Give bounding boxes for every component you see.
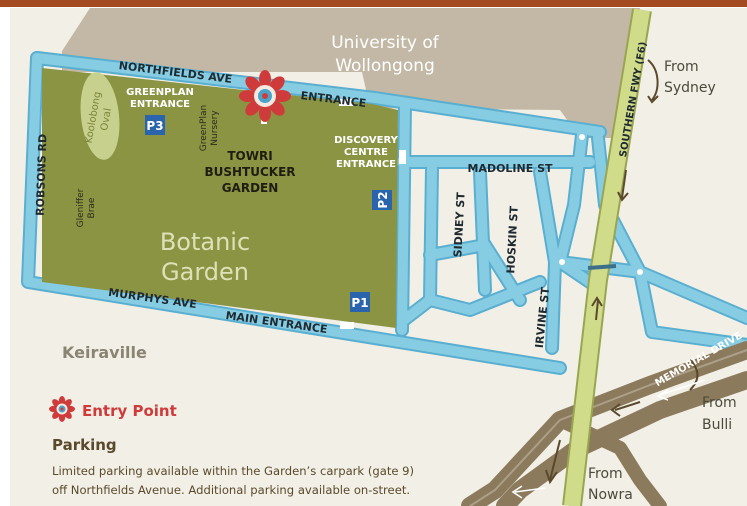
keiraville-label: Keiraville (62, 343, 147, 362)
legend-flower-icon (49, 396, 75, 422)
university-label-line2: Wollongong (335, 56, 435, 76)
southern-freeway (564, 8, 650, 506)
greenplan-entrance-line2: ENTRANCE (130, 99, 190, 110)
towri-label-line3: GARDEN (222, 181, 279, 195)
entrance-marker-north (339, 99, 353, 106)
entry-point-legend-label: Entry Point (82, 402, 177, 420)
from-bulli-line1: From (702, 395, 737, 411)
botanic-garden-area (42, 68, 398, 328)
parking-text-line2: off Northfields Avenue. Additional parki… (52, 483, 410, 497)
parking-heading: Parking (52, 436, 117, 454)
oval-label-line2: Oval (99, 107, 114, 131)
from-nowra-line2: Nowra (588, 487, 633, 503)
robsons-rd-label: ROBSONS RD (34, 134, 50, 216)
irvine-st-label: IRVINE ST (533, 286, 552, 349)
top-border (0, 0, 747, 7)
botanic-label-line1: Botanic (160, 228, 250, 256)
entrance-marker-discovery (399, 150, 406, 164)
direction-arrows (545, 59, 699, 485)
koolobong-oval (80, 72, 120, 160)
p3-label: P3 (146, 119, 163, 133)
p1-label: P1 (351, 296, 368, 310)
gleniffer-label-line1: Gleniffer (76, 188, 86, 227)
university-area (62, 8, 640, 138)
flower-icon[interactable] (239, 70, 291, 122)
road-arrows (511, 379, 706, 499)
discovery-entrance-line1: DISCOVERY (334, 135, 399, 146)
towri-label-line2: BUSHTUCKER (204, 165, 295, 179)
university-label-line1: University of (331, 33, 440, 53)
from-sydney-line2: Sydney (664, 80, 716, 96)
parking-sign-icon-p2[interactable]: P2 (372, 190, 392, 210)
nursery-label-line1: GreenPlan (199, 105, 209, 151)
parking-sign-icon-p1[interactable]: P1 (350, 292, 370, 312)
discovery-entrance-line2: CENTRE (344, 147, 388, 158)
parking-sign-icon-p3[interactable]: P3 (145, 115, 165, 135)
p2-label: P2 (376, 191, 390, 208)
from-bulli-line2: Bulli (702, 417, 732, 433)
hoskin-st-label: HOSKIN ST (504, 205, 521, 274)
entrance-marker-main (340, 322, 354, 329)
botanic-label-line2: Garden (161, 258, 249, 286)
from-nowra-line1: From (588, 466, 623, 482)
sidney-st-label: SIDNEY ST (451, 191, 467, 257)
towri-label-line1: TOWRI (227, 149, 272, 163)
gleniffer-label-line2: Brae (87, 197, 97, 218)
greenplan-entrance-line1: GREENPLAN (126, 87, 194, 98)
from-sydney-arrow (647, 59, 659, 101)
nursery-label-line2: Nursery (210, 110, 220, 146)
overpass (587, 264, 617, 270)
from-sydney-line1: From (664, 59, 699, 75)
legend: Entry Point Parking Limited parking avai… (49, 396, 414, 497)
madoline-st-label: MADOLINE ST (467, 162, 553, 175)
discovery-entrance-line3: ENTRANCE (336, 159, 396, 170)
parking-text-line1: Limited parking available within the Gar… (52, 464, 414, 478)
